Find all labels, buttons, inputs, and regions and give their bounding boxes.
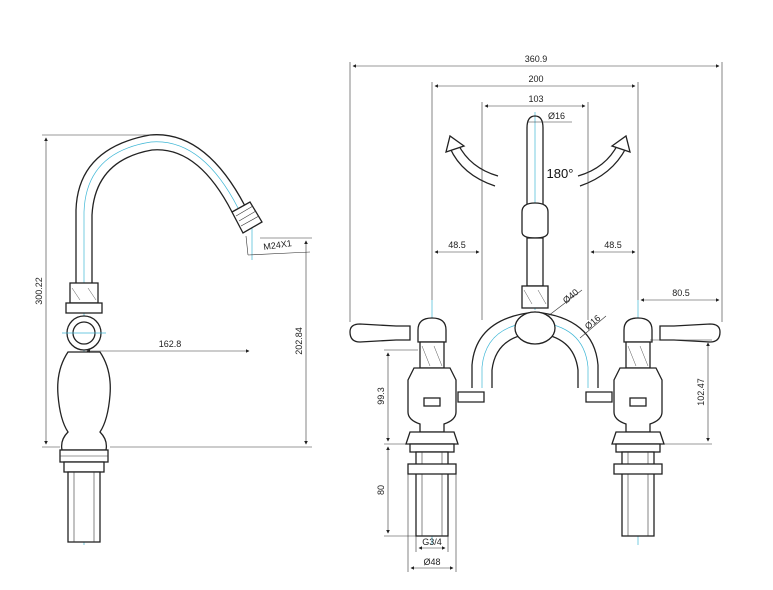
dim-overall-width-label: 360.9 (525, 54, 548, 64)
dim-outlet-thread-label: M24X1 (263, 238, 293, 252)
dim-handle-reach: 80.5 (640, 288, 720, 302)
dim-pipe-dia-label: Ø16 (583, 313, 602, 332)
dim-right-offset-label: 48.5 (604, 240, 622, 250)
dim-thread: G3/4 (415, 536, 449, 552)
dim-height-total: 300.22 (34, 134, 150, 448)
dim-spout-dia-label: Ø16 (548, 111, 565, 121)
dim-centres: 200 (431, 74, 639, 300)
dim-spout-dia: Ø16 (527, 111, 572, 123)
dim-shank-length: 80 (376, 446, 416, 537)
dim-valve-height-right-label: 102.47 (696, 378, 706, 406)
dim-shank-length-label: 80 (376, 485, 386, 495)
rotation-label: 180° (547, 166, 574, 181)
left-valve (349, 317, 459, 537)
dim-left-offset: 48.5 (434, 240, 480, 254)
dim-bridge-dia-label: Ø40 (561, 287, 580, 306)
dim-valve-height-left-label: 99.3 (376, 387, 386, 405)
dim-height-total-label: 300.22 (34, 277, 44, 305)
dim-pipe-dia: Ø16 (579, 313, 607, 339)
front-view: 180° (349, 54, 723, 572)
tap-shank (67, 471, 101, 543)
right-valve (611, 317, 721, 537)
dim-base-dia: Ø48 (407, 474, 457, 572)
dim-valve-height-right: 102.47 (650, 339, 712, 445)
dim-thread-label: G3/4 (422, 537, 442, 547)
dim-centres-label: 200 (528, 74, 543, 84)
dim-reach: 162.8 (86, 339, 250, 353)
dim-valve-height-left: 99.3 (376, 349, 418, 445)
tap-body (57, 351, 111, 473)
dim-handle-reach-label: 80.5 (672, 288, 690, 298)
side-view: 300.22 162.8 202.84 M24X1 (34, 134, 312, 545)
dim-reach-label: 162.8 (159, 339, 182, 349)
swivel-collar (62, 282, 106, 351)
rotation-arrows: 180° (445, 134, 631, 187)
dim-base-dia-label: Ø48 (423, 557, 440, 567)
dim-overall-width: 360.9 (349, 54, 723, 322)
dim-outlet-thread: M24X1 (245, 235, 311, 256)
bridge-pipe (457, 311, 613, 403)
dim-spout-height-label: 202.84 (294, 327, 304, 355)
dim-left-offset-label: 48.5 (448, 240, 466, 250)
dim-bridge-width-label: 103 (528, 94, 543, 104)
spout-outlet (231, 201, 263, 234)
dim-bridge-width: 103 (481, 94, 589, 320)
dim-bridge-dia: Ø40 (547, 287, 583, 317)
dim-right-offset: 48.5 (590, 240, 636, 254)
dim-spout-height: 202.84 (110, 237, 312, 448)
